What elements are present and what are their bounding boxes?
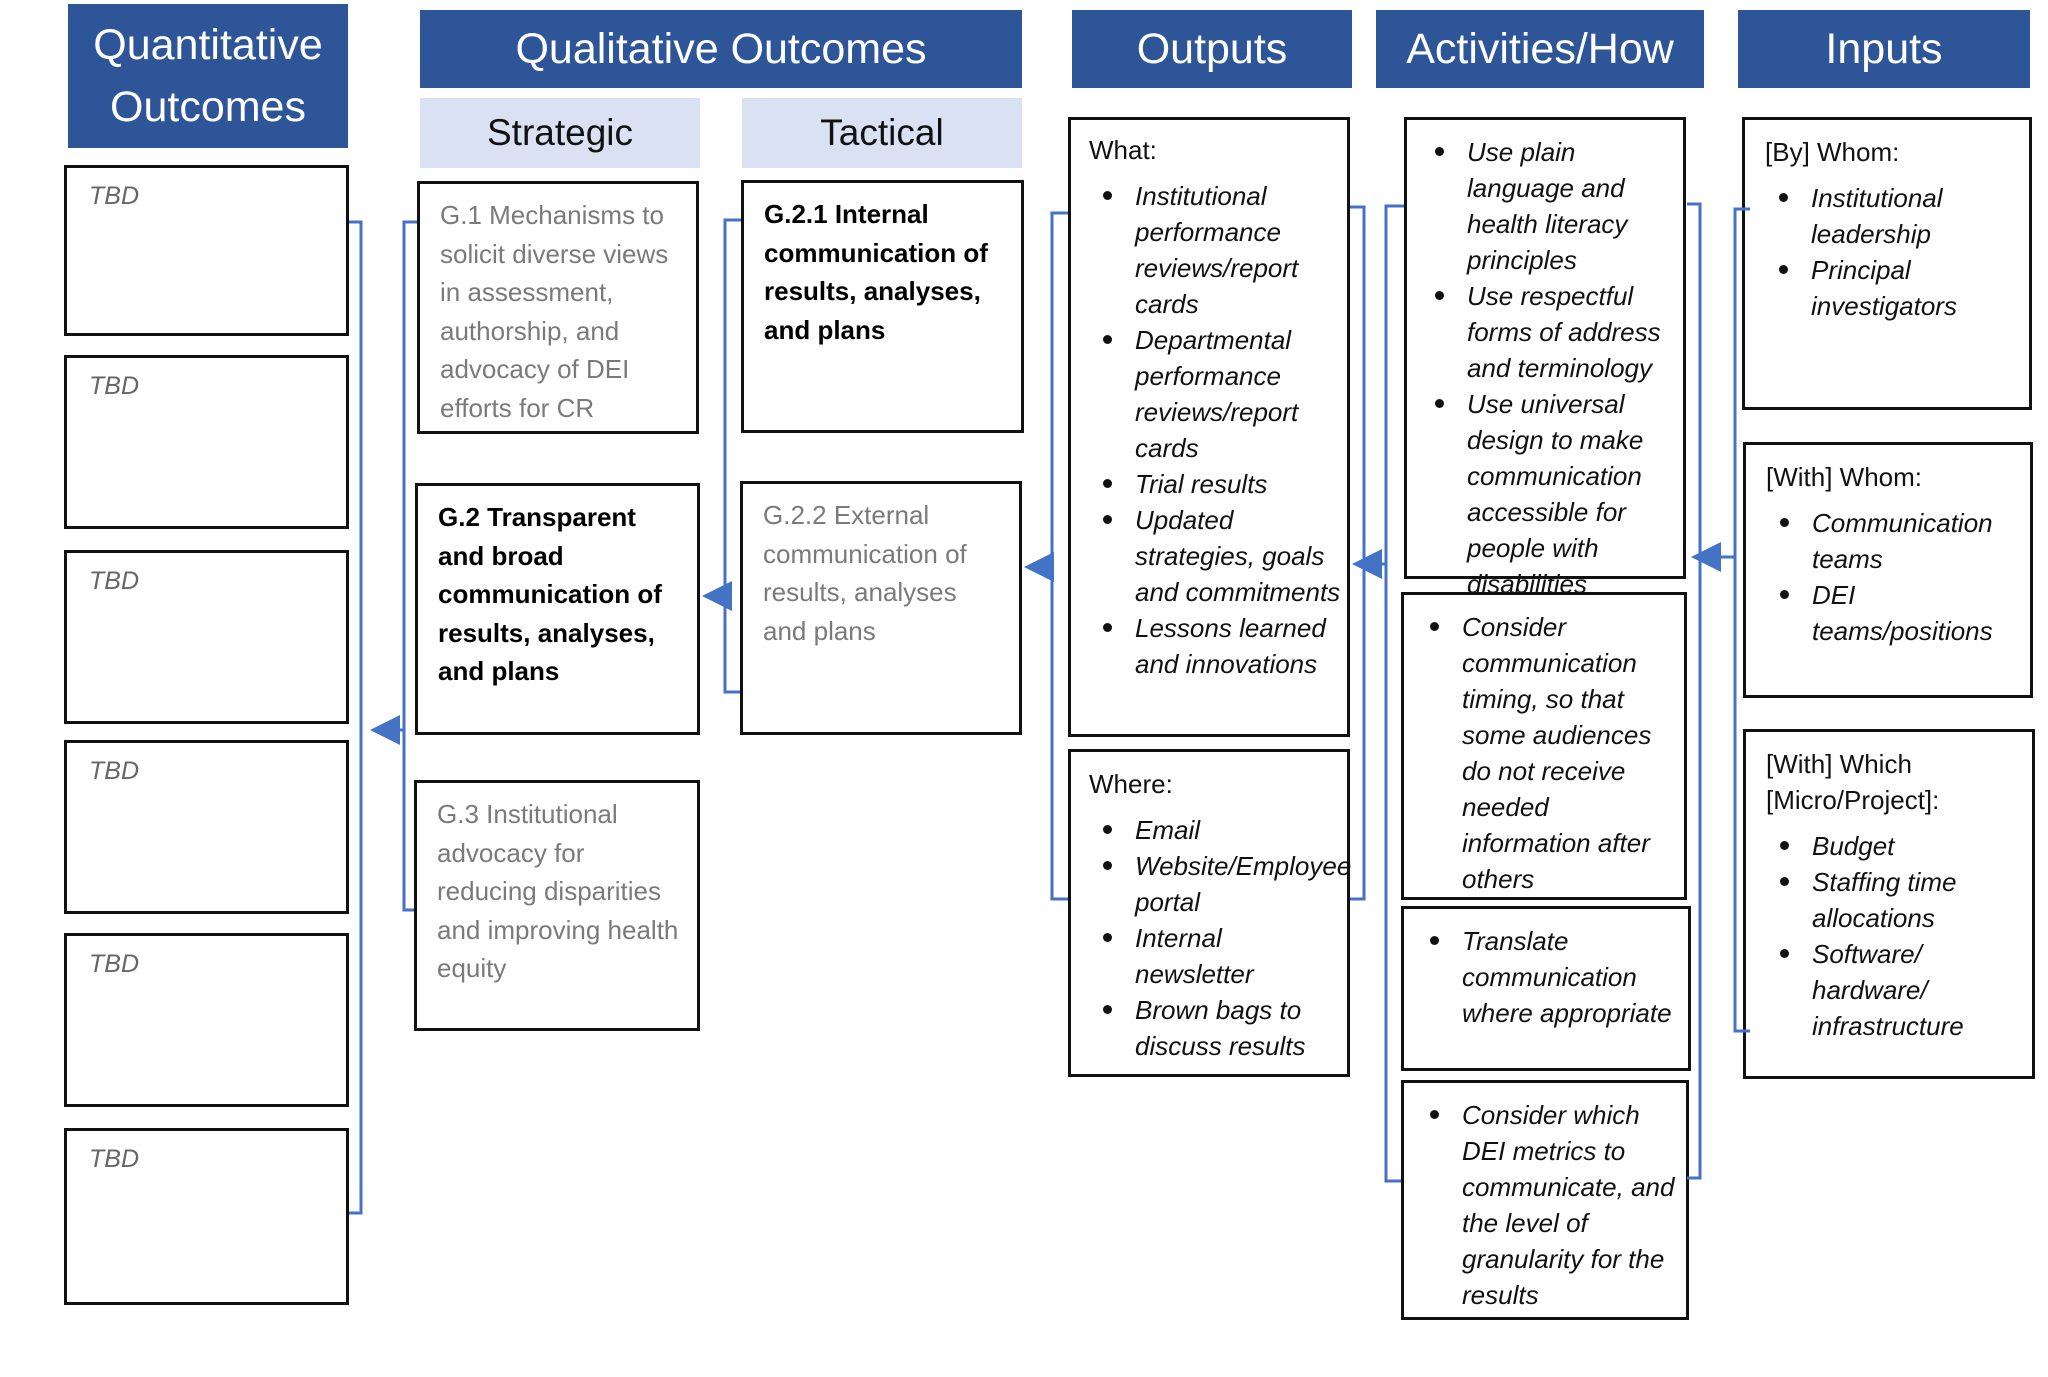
- activities-header-text: Activities/How: [1406, 25, 1674, 73]
- tactical-bracket: [723, 218, 741, 694]
- outputs-header: Outputs: [1072, 10, 1352, 88]
- list-item: Software/ hardware/ infrastructure: [1766, 936, 2002, 1044]
- quantitative-box: TBD: [64, 550, 349, 724]
- list-item: Departmental performance reviews/report …: [1089, 322, 1343, 466]
- list-item: Use respectful forms of address and term…: [1421, 278, 1679, 386]
- quantitative-box: TBD: [64, 1128, 349, 1305]
- list-item: Updated strategies, goals and commitment…: [1089, 502, 1343, 610]
- strategic-subheader: Strategic: [420, 98, 700, 168]
- list-item: Translate communication where appropriat…: [1416, 923, 1684, 1031]
- strategic-bracket: [402, 220, 417, 912]
- list-item: Email: [1089, 812, 1343, 848]
- quantitative-outcomes-header-text: Quantitative Outcomes: [93, 21, 323, 131]
- list-item: Use plain language and health literacy p…: [1421, 134, 1679, 278]
- activities-header: Activities/How: [1376, 10, 1704, 88]
- list-item: Communication teams: [1766, 505, 2026, 577]
- outputs-what-label: What:: [1089, 135, 1157, 165]
- inputs-by-whom-label: [By] Whom:: [1765, 137, 1900, 167]
- goal-g3-text: G.3 Institutional advocacy for reducing …: [437, 799, 679, 983]
- quantitative-bracket: [349, 220, 363, 1215]
- goal-g21-box: G.2.1 Internal communication of results,…: [741, 180, 1024, 433]
- list-item: Lessons learned and innovations: [1089, 610, 1343, 682]
- quantitative-box: TBD: [64, 933, 349, 1107]
- outputs-where-box: Where: Email Website/Employee portal Int…: [1068, 749, 1351, 1077]
- list-item: Institutional performance reviews/report…: [1089, 178, 1343, 322]
- inputs-with-whom-box: [With] Whom: Communication teams DEI tea…: [1743, 442, 2033, 698]
- outputs-bracket-right: [1350, 205, 1366, 901]
- quantitative-outcomes-header: Quantitative Outcomes: [68, 4, 348, 148]
- activities-list-2: Consider communication timing, so that s…: [1416, 609, 1680, 897]
- list-item: Brown bags to discuss results: [1089, 992, 1343, 1064]
- strategic-subheader-text: Strategic: [486, 112, 633, 153]
- outputs-header-text: Outputs: [1136, 25, 1288, 73]
- inputs-with-which-box: [With] Which [Micro/Project]: Budget Sta…: [1743, 729, 2035, 1079]
- goal-g21-text: G.2.1 Internal communication of results,…: [764, 199, 988, 345]
- list-item: Consider which DEI metrics to communicat…: [1416, 1097, 1682, 1313]
- activities-box-2: Consider communication timing, so that s…: [1401, 592, 1687, 900]
- tbd-label: TBD: [89, 182, 139, 210]
- qualitative-outcomes-header-text: Qualitative Outcomes: [515, 25, 927, 73]
- quantitative-box: TBD: [64, 740, 349, 914]
- list-item: Trial results: [1089, 466, 1343, 502]
- outputs-what-box: What: Institutional performance reviews/…: [1068, 117, 1350, 737]
- goal-g22-text: G.2.2 External communication of results,…: [763, 500, 967, 646]
- inputs-header: Inputs: [1738, 10, 2030, 88]
- list-item: Principal investigators: [1765, 252, 2025, 324]
- goal-g1-box: G.1 Mechanisms to solicit diverse views …: [417, 181, 699, 434]
- goal-g2-text: G.2 Transparent and broad communication …: [438, 502, 662, 686]
- outputs-what-list: Institutional performance reviews/report…: [1089, 178, 1343, 682]
- list-item: Consider communication timing, so that s…: [1416, 609, 1680, 897]
- list-item: Internal newsletter: [1089, 920, 1343, 992]
- quantitative-box: TBD: [64, 165, 349, 336]
- tbd-label: TBD: [89, 757, 139, 785]
- goal-g1-text: G.1 Mechanisms to solicit diverse views …: [440, 200, 669, 423]
- activities-box-3: Translate communication where appropriat…: [1401, 906, 1691, 1071]
- activities-bracket-left: [1384, 204, 1404, 1183]
- goal-g3-box: G.3 Institutional advocacy for reducing …: [414, 780, 700, 1031]
- activities-list-3: Translate communication where appropriat…: [1416, 923, 1684, 1031]
- tbd-label: TBD: [89, 950, 139, 978]
- outputs-where-list: Email Website/Employee portal Internal n…: [1089, 812, 1351, 1064]
- outputs-where-label: Where:: [1089, 769, 1173, 799]
- inputs-with-whom-label: [With] Whom:: [1766, 462, 1923, 492]
- list-item: Staffing time allocations: [1766, 864, 2002, 936]
- list-item: Institutional leadership: [1765, 180, 2025, 252]
- goal-g22-box: G.2.2 External communication of results,…: [740, 481, 1022, 735]
- quantitative-box: TBD: [64, 355, 349, 529]
- list-item: Budget: [1766, 828, 2002, 864]
- activities-list-4: Consider which DEI metrics to communicat…: [1416, 1097, 1682, 1313]
- tbd-label: TBD: [89, 372, 139, 400]
- inputs-bracket: [1733, 207, 1750, 1033]
- outputs-bracket-left: [1050, 211, 1068, 901]
- activities-bracket-right: [1687, 202, 1702, 1180]
- list-item: Website/Employee portal: [1089, 848, 1351, 920]
- activities-box-4: Consider which DEI metrics to communicat…: [1401, 1080, 1689, 1320]
- tactical-subheader-text: Tactical: [820, 112, 944, 153]
- activities-box-1: Use plain language and health literacy p…: [1404, 117, 1686, 599]
- tbd-label: TBD: [89, 1145, 139, 1173]
- tactical-subheader: Tactical: [742, 98, 1022, 168]
- inputs-header-text: Inputs: [1825, 25, 1943, 73]
- goal-g2-box: G.2 Transparent and broad communication …: [415, 483, 700, 735]
- inputs-by-whom-box: [By] Whom: Institutional leadership Prin…: [1742, 117, 2032, 410]
- qualitative-outcomes-header: Qualitative Outcomes: [420, 10, 1022, 88]
- inputs-with-whom-list: Communication teams DEI teams/positions: [1766, 505, 2026, 649]
- tbd-label: TBD: [89, 567, 139, 595]
- inputs-with-which-label: [With] Which [Micro/Project]:: [1766, 749, 1940, 815]
- inputs-with-which-list: Budget Staffing time allocations Softwar…: [1766, 828, 2002, 1044]
- list-item: DEI teams/positions: [1766, 577, 2026, 649]
- inputs-by-whom-list: Institutional leadership Principal inves…: [1765, 180, 2025, 324]
- activities-list-1: Use plain language and health literacy p…: [1421, 134, 1679, 602]
